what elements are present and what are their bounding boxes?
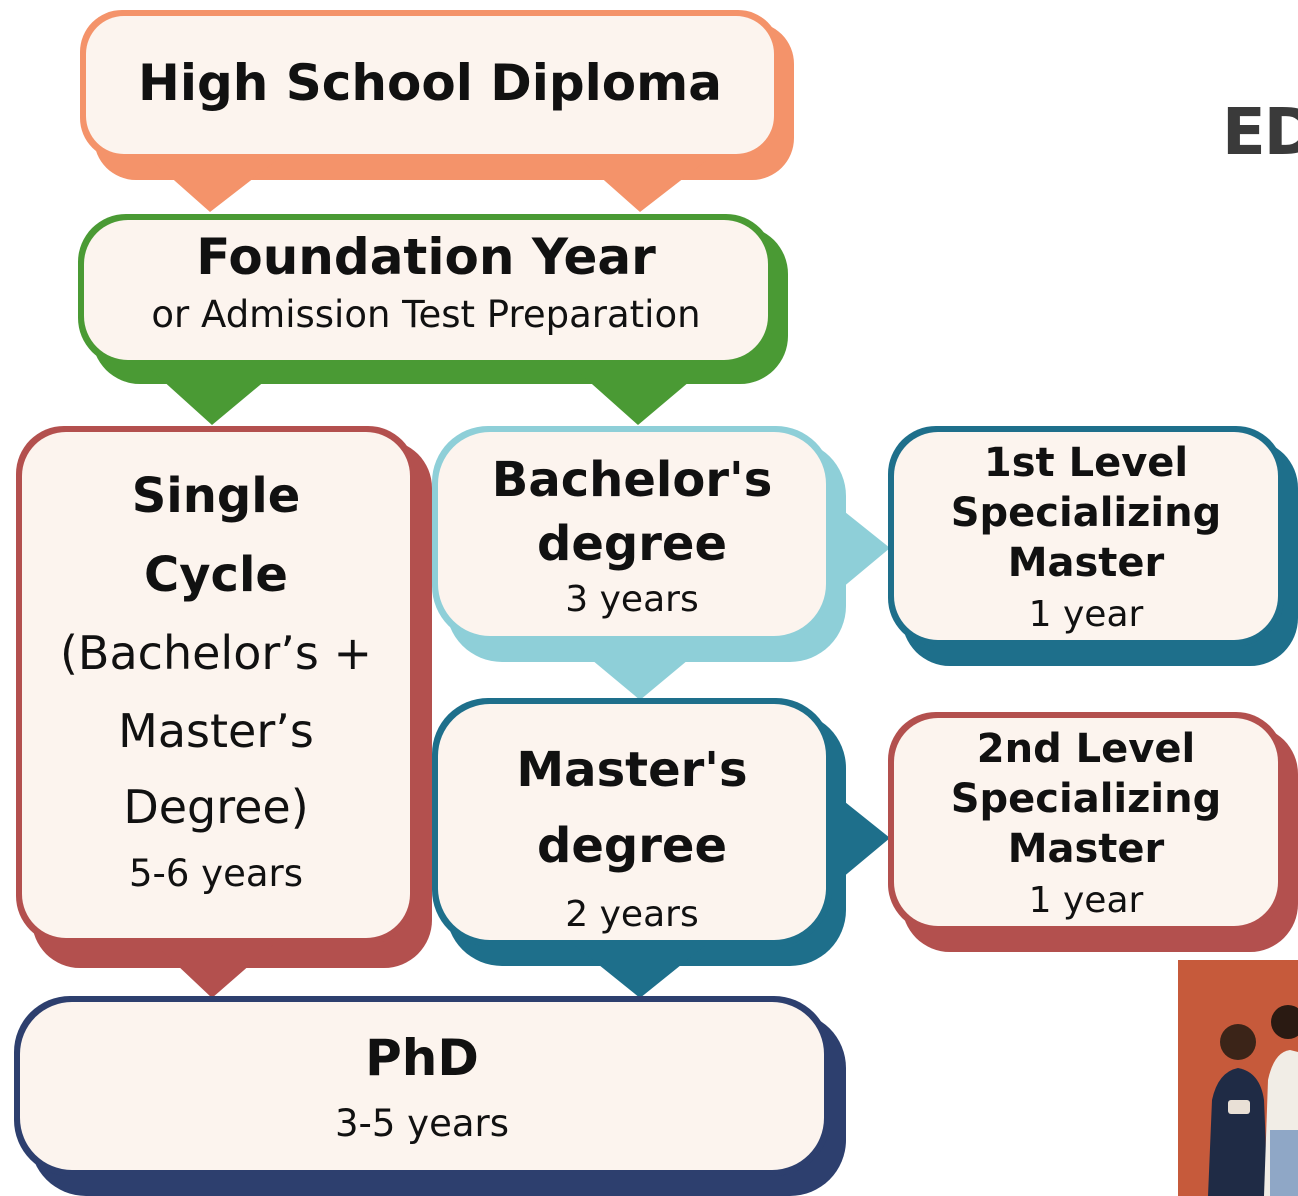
bachelor-node: Bachelor's degree 3 years [438,432,826,636]
corner-title: ED [1222,96,1298,170]
single-cycle-desc-line2: Master’s [118,704,314,758]
bachelor-title-line2: degree [536,516,728,572]
master-duration: 2 years [565,894,699,935]
single-cycle-title-line1: Single [131,468,301,524]
phd-node: PhD 3-5 years [20,1002,824,1170]
level1-shape [888,426,1298,666]
person-body [1208,1068,1268,1196]
master-shape [432,698,890,998]
foundation-subtitle: or Admission Test Preparation [151,293,701,336]
phd-card [20,1002,824,1170]
level2-node: 2nd Level Specializing Master 1 year [894,718,1278,926]
phd-shape [14,996,846,1196]
single-cycle-desc-line1: (Bachelor’s + [59,626,373,680]
high-school-shape [80,10,794,212]
single-cycle-desc-line3: Degree) [123,780,309,834]
level2-shape [888,712,1298,952]
level2-title-line1: 2nd Level [976,726,1196,772]
foundation-arrow-right [565,360,715,425]
bachelor-arrow-right [830,500,890,598]
master-node: Master's degree 2 years [438,704,826,940]
phone [1228,1100,1250,1114]
high-school-arrow-left [140,150,290,212]
single-cycle-arrow [140,930,290,998]
master-arrow-down [568,940,712,998]
high-school-node: High School Diploma [86,16,774,154]
foundation-arrow-left [140,360,290,425]
high-school-card [86,16,774,154]
phd-duration: 3-5 years [334,1102,509,1145]
foundation-title: Foundation Year [196,228,656,286]
master-card [438,704,826,940]
jeans [1270,1130,1298,1196]
person-head [1271,1005,1298,1039]
level1-title-line1: 1st Level [983,440,1189,486]
level1-title-line3: Master [1007,540,1165,586]
students-photo [1178,960,1298,1196]
level2-duration: 1 year [1028,880,1144,921]
single-cycle-card [22,432,410,938]
level2-title-line2: Specializing [950,776,1222,822]
bachelor-card [438,432,826,636]
high-school-title: High School Diploma [137,54,723,112]
master-title-line2: degree [536,818,728,874]
level2-card [894,718,1278,926]
level1-card [894,432,1278,640]
students-illustration [1178,960,1298,1196]
single-cycle-shape [16,426,432,998]
level1-duration: 1 year [1028,594,1144,635]
foundation-shape [78,214,788,425]
phd-title: PhD [365,1029,479,1087]
level2-title-line3: Master [1007,826,1165,872]
master-title-line1: Master's [516,742,748,798]
bachelor-arrow-down [568,640,712,700]
bachelor-duration: 3 years [565,579,699,620]
foundation-node: Foundation Year or Admission Test Prepar… [84,220,768,360]
single-cycle-node: Single Cycle (Bachelor’s + Master’s Degr… [22,432,410,938]
person-head [1220,1024,1256,1060]
single-cycle-duration: 5-6 years [128,852,303,895]
foundation-card [84,220,768,360]
single-cycle-title-line2: Cycle [144,547,288,603]
high-school-arrow-right [570,150,720,212]
bachelor-shape [432,426,890,700]
level1-node: 1st Level Specializing Master 1 year [894,432,1278,640]
master-arrow-right [830,790,890,888]
bachelor-title-line1: Bachelor's [491,452,773,508]
level1-title-line2: Specializing [950,490,1222,536]
